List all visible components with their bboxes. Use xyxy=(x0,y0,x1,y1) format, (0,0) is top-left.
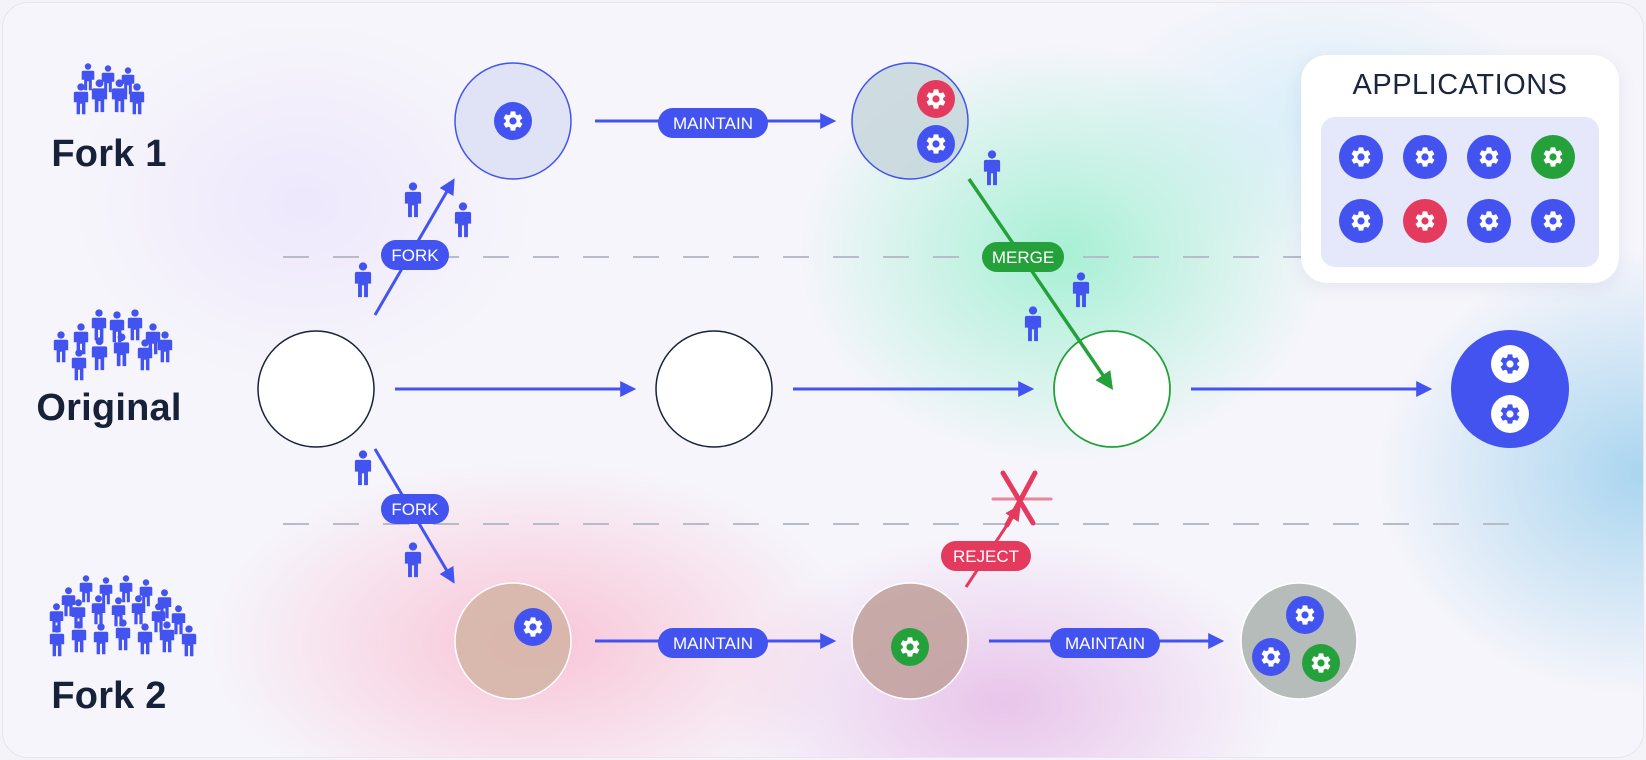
merge-arrow xyxy=(967,178,1114,390)
person-icon xyxy=(354,450,372,486)
fork-label-bottom: FORK xyxy=(391,500,439,519)
application-item xyxy=(1531,199,1575,243)
maintain-pill-bottom-1 xyxy=(658,628,768,658)
application-item xyxy=(1339,199,1383,243)
application-item xyxy=(1531,135,1575,179)
flow-diagram: MAINTAIN FORK FORK MERGE xyxy=(49,62,1569,700)
lane-label-fork2: Fork 2 xyxy=(51,675,167,717)
app-dot xyxy=(917,125,955,163)
gear-icon xyxy=(1477,145,1501,169)
person-icon xyxy=(454,202,472,238)
original-node-3 xyxy=(1053,330,1171,448)
applications-card: APPLICATIONS xyxy=(1301,55,1619,283)
gear-icon xyxy=(1541,145,1565,169)
x-icon xyxy=(991,470,1053,528)
gear-icon xyxy=(1349,209,1373,233)
application-item xyxy=(1403,199,1447,243)
app-dot xyxy=(891,628,929,666)
gear-icon xyxy=(1541,209,1565,233)
original-node-2 xyxy=(655,330,773,448)
person-icon xyxy=(1072,272,1090,308)
reject-label: REJECT xyxy=(953,547,1019,566)
maintain-label-bottom-2: MAINTAIN xyxy=(1065,634,1145,653)
app-dot xyxy=(1302,644,1340,682)
gear-icon xyxy=(1500,404,1520,424)
app-dot xyxy=(1252,638,1290,676)
app-dot xyxy=(514,608,552,646)
app-dot xyxy=(1286,596,1324,634)
application-item xyxy=(1467,135,1511,179)
maintain-label-bottom-1: MAINTAIN xyxy=(673,634,753,653)
application-item xyxy=(1403,135,1447,179)
fork2-node-1 xyxy=(454,582,572,700)
gear-icon xyxy=(1500,354,1520,374)
person-icon xyxy=(404,182,422,218)
person-icon xyxy=(354,262,372,298)
people-group-icon xyxy=(53,309,173,381)
merge-pill xyxy=(982,242,1064,272)
person-icon xyxy=(404,542,422,578)
gear-icon xyxy=(1477,209,1501,233)
fork-pill-bottom xyxy=(381,494,449,524)
original-node-1 xyxy=(257,330,375,448)
fork-label-top: FORK xyxy=(391,246,439,265)
people-group-icon xyxy=(73,63,145,115)
maintain-pill-bottom-2 xyxy=(1050,628,1160,658)
app-dot xyxy=(1491,345,1529,383)
lane-label-original: Original xyxy=(36,387,182,429)
application-item xyxy=(1467,199,1511,243)
applications-title: APPLICATIONS xyxy=(1352,69,1568,101)
fork1-node-2 xyxy=(851,62,969,180)
merge-label: MERGE xyxy=(992,248,1054,267)
gear-icon xyxy=(1413,145,1437,169)
original-node-final xyxy=(1451,330,1569,448)
person-icon xyxy=(983,150,1001,186)
fork-pill-top xyxy=(381,240,449,270)
applications-grid xyxy=(1321,117,1599,267)
maintain-pill-top xyxy=(658,108,768,138)
gear-icon xyxy=(1413,209,1437,233)
reject-pill xyxy=(941,541,1031,571)
app-dot xyxy=(494,102,532,140)
maintain-label-top: MAINTAIN xyxy=(673,114,753,133)
application-item xyxy=(1339,135,1383,179)
app-dot xyxy=(917,80,955,118)
app-dot xyxy=(1491,395,1529,433)
lane-label-fork1: Fork 1 xyxy=(51,133,167,175)
gear-icon xyxy=(1349,145,1373,169)
people-group-icon xyxy=(49,575,197,657)
person-icon xyxy=(1024,306,1042,342)
